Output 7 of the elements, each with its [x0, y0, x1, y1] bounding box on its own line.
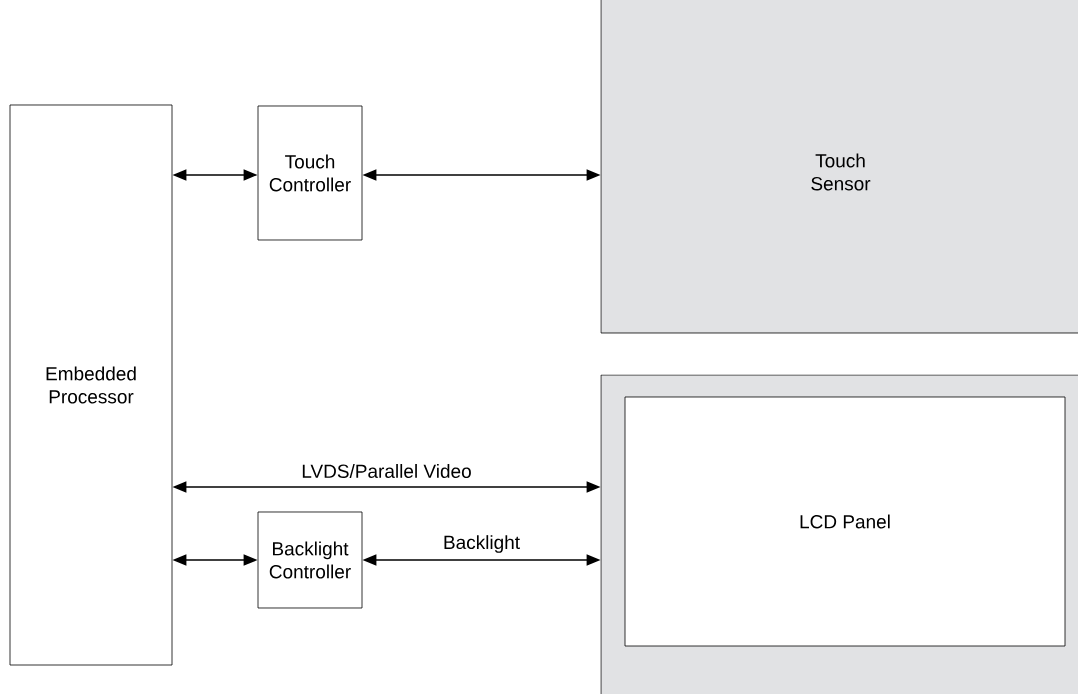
sensor-panel: Touch Sensor: [600, 0, 1078, 334]
display-panel: LCD Panel: [624, 396, 1066, 647]
edge-label: Backlight: [441, 534, 522, 554]
edge-label: LVDS/Parallel Video: [300, 463, 473, 479]
controller-box: Backlight Controller: [257, 511, 363, 609]
processor-box: Embedded Processor: [9, 104, 173, 666]
controller-box: Touch Controller: [257, 105, 363, 241]
